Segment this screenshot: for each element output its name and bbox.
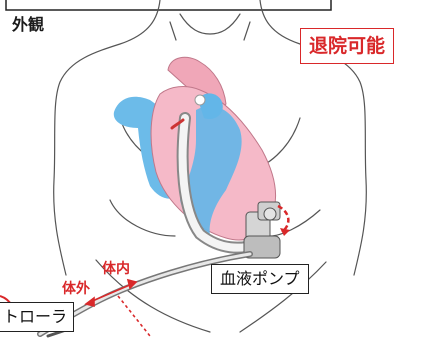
outside-body-label: 体外 <box>62 281 90 297</box>
pump-flow-arrow <box>277 204 290 233</box>
blue-chamber <box>180 106 242 236</box>
pump-label: 血液ポンプ <box>211 264 309 294</box>
aorta-opening <box>194 94 206 106</box>
controller-label: トローラ <box>0 302 75 332</box>
discharge-badge: 退院可能 <box>300 28 395 64</box>
torso-outline <box>53 0 367 333</box>
top-frame <box>5 0 332 11</box>
inside-outside-arrows <box>84 278 151 337</box>
inside-body-label: 体内 <box>102 261 130 277</box>
blood-pump <box>243 201 281 259</box>
page-title: 外観 <box>12 15 45 34</box>
outflow-graft <box>170 112 268 254</box>
